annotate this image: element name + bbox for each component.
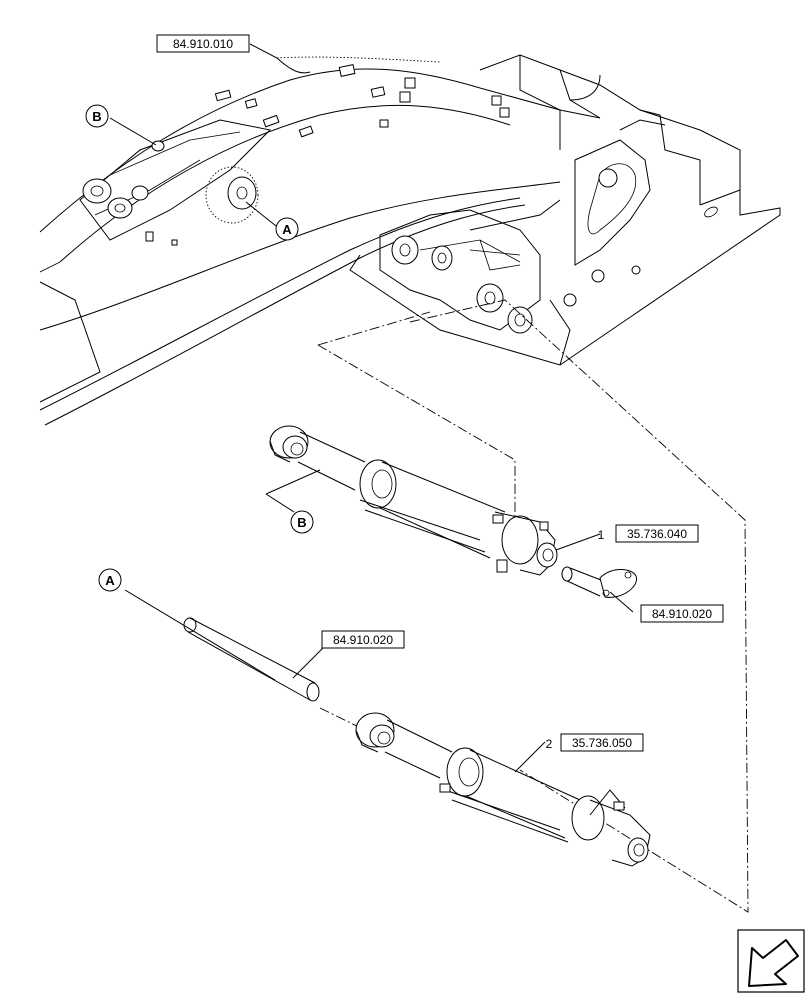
callout-b-upper: B [85, 104, 109, 128]
callout-a-upper: A [275, 217, 299, 241]
boom-trace [276, 56, 441, 63]
cylinder-2 [355, 712, 651, 867]
ref-pin-upper-text: 84.910.020 [652, 607, 712, 621]
ref-cylinder-1[interactable]: 35.736.040 [615, 524, 699, 543]
item-number-1: 1 [598, 528, 605, 542]
item-number-2: 2 [546, 737, 553, 751]
pin-lower [183, 617, 320, 702]
ref-cylinder-2-text: 35.736.050 [572, 736, 632, 750]
ref-cylinder-2[interactable]: 35.736.050 [560, 733, 644, 752]
boom-assembly [39, 54, 781, 426]
callout-a-upper-text: A [282, 222, 292, 237]
ref-pin-lower[interactable]: 84.910.020 [321, 630, 405, 649]
label-leaders [109, 43, 634, 773]
ref-boom[interactable]: 84.910.010 [156, 34, 250, 53]
callout-b-lower-text: B [297, 515, 306, 530]
callout-b-lower: B [290, 510, 314, 534]
ref-boom-text: 84.910.010 [173, 37, 233, 51]
callout-a-lower: A [98, 568, 122, 592]
callout-a-lower-text: A [105, 573, 115, 588]
callout-b-upper-text: B [92, 109, 101, 124]
cylinder-1 [269, 425, 558, 576]
ref-cylinder-1-text: 35.736.040 [627, 527, 687, 541]
ref-pin-lower-text: 84.910.020 [333, 633, 393, 647]
pin-upper [561, 566, 638, 598]
previous-page-arrow-icon[interactable] [737, 929, 805, 993]
ref-pin-upper[interactable]: 84.910.020 [640, 604, 724, 623]
